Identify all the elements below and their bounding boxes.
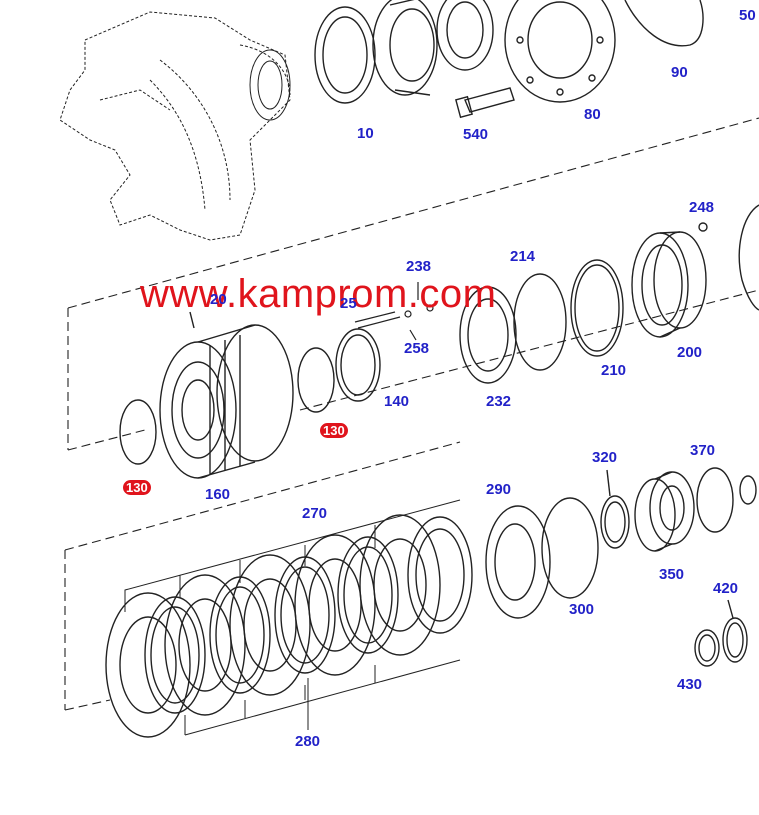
part-300-ring [541, 497, 599, 599]
axle-housing-outline [59, 11, 291, 241]
label-420: 420 [713, 580, 739, 597]
label-90: 90 [671, 64, 688, 81]
label-210: 210 [601, 362, 627, 379]
label-248: 248 [689, 199, 715, 216]
part-210-ring [570, 259, 624, 357]
clutch-disc-9 [359, 514, 441, 656]
small-pin [189, 311, 195, 329]
part-290-disc [485, 505, 551, 619]
label-130-right: 130 [320, 423, 348, 438]
large-ring-right [738, 204, 759, 311]
part-232-disc [459, 286, 517, 384]
housing-splined-stub [249, 49, 291, 121]
label-160: 160 [205, 486, 231, 503]
label-350: 350 [659, 566, 685, 583]
label-430: 430 [677, 676, 703, 693]
label-214: 214 [510, 248, 536, 265]
label-80: 80 [584, 106, 601, 123]
label-270: 270 [302, 505, 328, 522]
part-10-ring [314, 6, 376, 104]
clutch-disc-2 [144, 596, 206, 714]
ring-right-edge [739, 475, 757, 505]
clutch-disc-6 [274, 556, 336, 674]
clutch-disc-10 [407, 516, 473, 634]
label-300: 300 [569, 601, 595, 618]
label-140: 140 [384, 393, 410, 410]
label-370: 370 [690, 442, 716, 459]
bearing-race [436, 0, 494, 71]
part-320-ring [600, 469, 630, 549]
label-320: 320 [592, 449, 618, 466]
part-160-drum [159, 324, 294, 479]
label-25x: 25 [340, 295, 357, 312]
part-130-oring-right [297, 347, 335, 413]
clutch-pack-bracket-bottom [184, 659, 461, 736]
label-540: 540 [463, 126, 489, 143]
label-238: 238 [406, 258, 432, 275]
label-20x: 20 [210, 291, 227, 308]
part-370-snapring [696, 467, 734, 533]
bottom-group-boundary [64, 441, 461, 711]
bearing [372, 0, 438, 96]
part-130-oring-left [119, 399, 157, 465]
label-232: 232 [486, 393, 512, 410]
label-50: 50 [739, 7, 756, 24]
part-140-ring [335, 328, 381, 402]
watermark-text: www.kamprom.com [140, 272, 497, 316]
clutch-disc-1 [105, 592, 191, 738]
part-420-ring [722, 599, 748, 663]
label-200: 200 [677, 344, 703, 361]
label-10: 10 [357, 125, 374, 142]
label-280: 280 [295, 733, 321, 750]
middle-group-boundary [67, 117, 759, 451]
part-80-hub [504, 0, 616, 103]
part-540-bolt [455, 87, 515, 119]
label-130-left: 130 [123, 480, 151, 495]
label-258: 258 [404, 340, 430, 357]
label-290: 290 [486, 481, 512, 498]
clutch-disc-4 [209, 576, 271, 694]
spring-pin-assembly [354, 282, 434, 341]
part-350-gear [634, 471, 695, 552]
part-430-ring [694, 629, 720, 667]
part-90-oring [624, 0, 704, 47]
part-200-sleeve [631, 231, 707, 338]
clutch-disc-8 [337, 536, 399, 654]
part-214-ring [513, 273, 567, 371]
part-248-pin [698, 222, 708, 232]
